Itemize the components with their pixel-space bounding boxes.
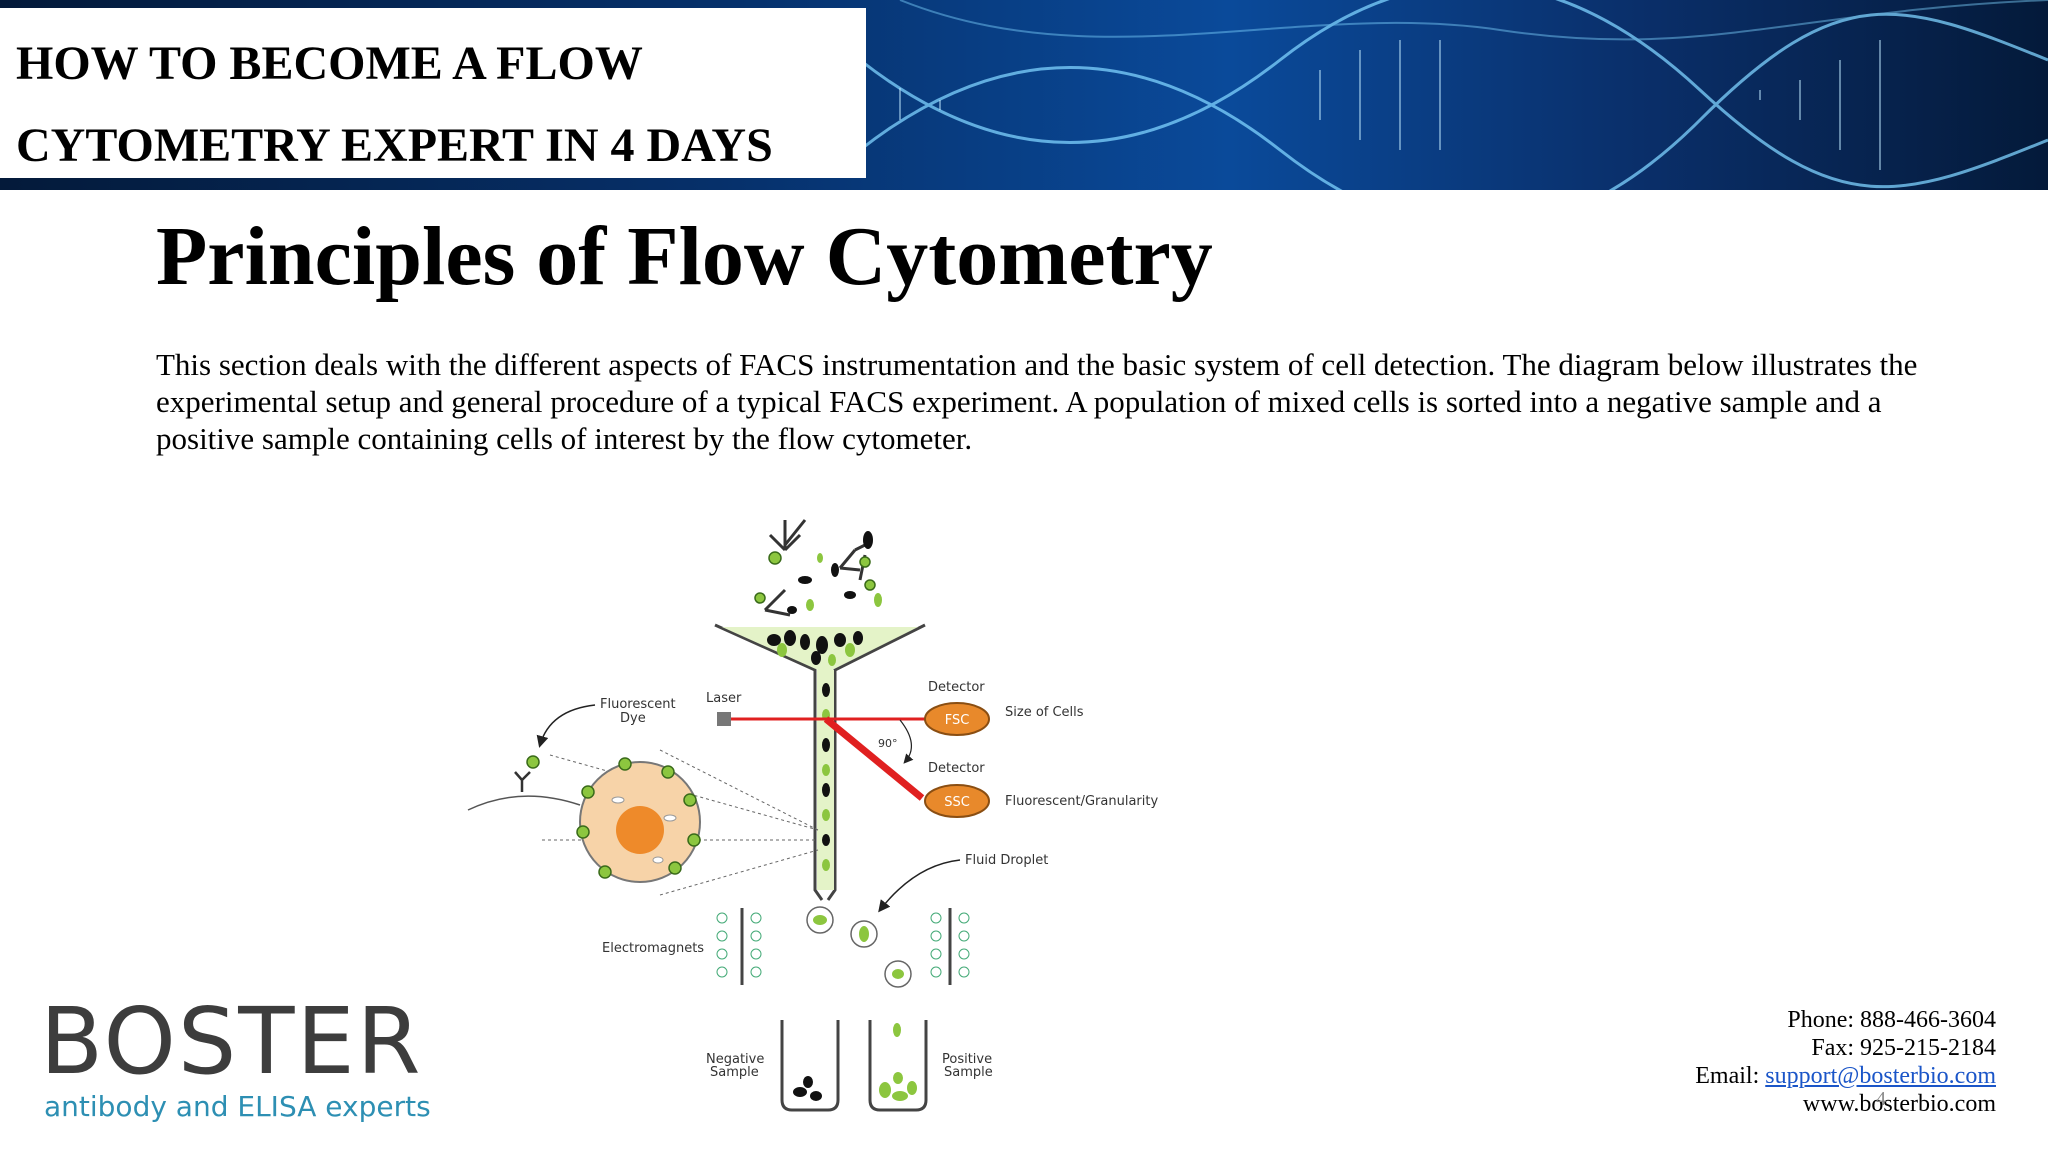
dna-helix-background [859, 0, 2048, 190]
banner-title-box: HOW TO BECOME A FLOW CYTOMETRY EXPERT IN… [0, 8, 866, 178]
contact-email-label: Email: [1695, 1063, 1766, 1089]
banner-title-line-1: HOW TO BECOME A FLOW [16, 37, 643, 90]
cell-dots-top [787, 531, 873, 614]
logo-tagline: antibody and ELISA experts [44, 1090, 431, 1123]
contact-block: Phone: 888-466-3604 Fax: 925-215-2184 Em… [1695, 1006, 1996, 1118]
laser-label: Laser [706, 691, 742, 706]
antibody-icons [763, 519, 867, 617]
electromagnet-right [930, 908, 970, 985]
ssc-detector [924, 784, 990, 818]
slide-number: 4 [1876, 1088, 1886, 1110]
contact-fax: Fax: 925-215-2184 [1811, 1035, 1996, 1061]
positive-sample-label-1: Positive [942, 1052, 992, 1067]
positive-sample-label-2: Sample [944, 1065, 993, 1080]
contact-website: www.bosterbio.com [1802, 1091, 1996, 1117]
electromagnet-left [716, 908, 762, 985]
fluorescent-dye-label-2: Dye [620, 711, 646, 726]
fsc-detector [924, 702, 990, 736]
size-of-cells-label: Size of Cells [1005, 705, 1084, 720]
fluorescent-granularity-label: Fluorescent/Granularity [1005, 794, 1158, 809]
detector-label-top: Detector [928, 680, 985, 695]
laser-icon [717, 712, 731, 726]
contact-email-link[interactable]: support@bosterbio.com [1765, 1063, 1996, 1089]
slide-title: Principles of Flow Cytometry [156, 210, 1213, 303]
header-banner: HOW TO BECOME A FLOW CYTOMETRY EXPERT IN… [0, 0, 2048, 190]
fluorescent-dye-label-1: Fluorescent [600, 697, 676, 712]
flow-cytometry-diagram: Laser 90° Detector FSC Size of Cells Det… [467, 519, 1158, 1112]
fsc-label: FSC [945, 713, 970, 728]
contact-email-line: Email: support@bosterbio.com [1695, 1062, 1996, 1090]
slide-body-text: This section deals with the different as… [156, 347, 1918, 456]
negative-sample-label-2: Sample [710, 1065, 759, 1080]
banner-title-line-2: CYTOMETRY EXPERT IN 4 DAYS [16, 119, 773, 172]
contact-phone: Phone: 888-466-3604 [1787, 1007, 1996, 1033]
fluid-droplet-label: Fluid Droplet [965, 853, 1048, 868]
ssc-label: SSC [944, 795, 970, 810]
electromagnets-label: Electromagnets [602, 941, 704, 956]
negative-sample-tube [780, 1020, 840, 1112]
scatter-beam [823, 716, 925, 801]
logo-wordmark: BOSTER [40, 988, 423, 1095]
angle-label: 90° [878, 737, 898, 750]
positive-sample-tube [868, 1020, 928, 1112]
detector-label-bottom: Detector [928, 761, 985, 776]
flow-cell-funnel [714, 623, 926, 901]
negative-sample-label-1: Negative [706, 1052, 764, 1067]
